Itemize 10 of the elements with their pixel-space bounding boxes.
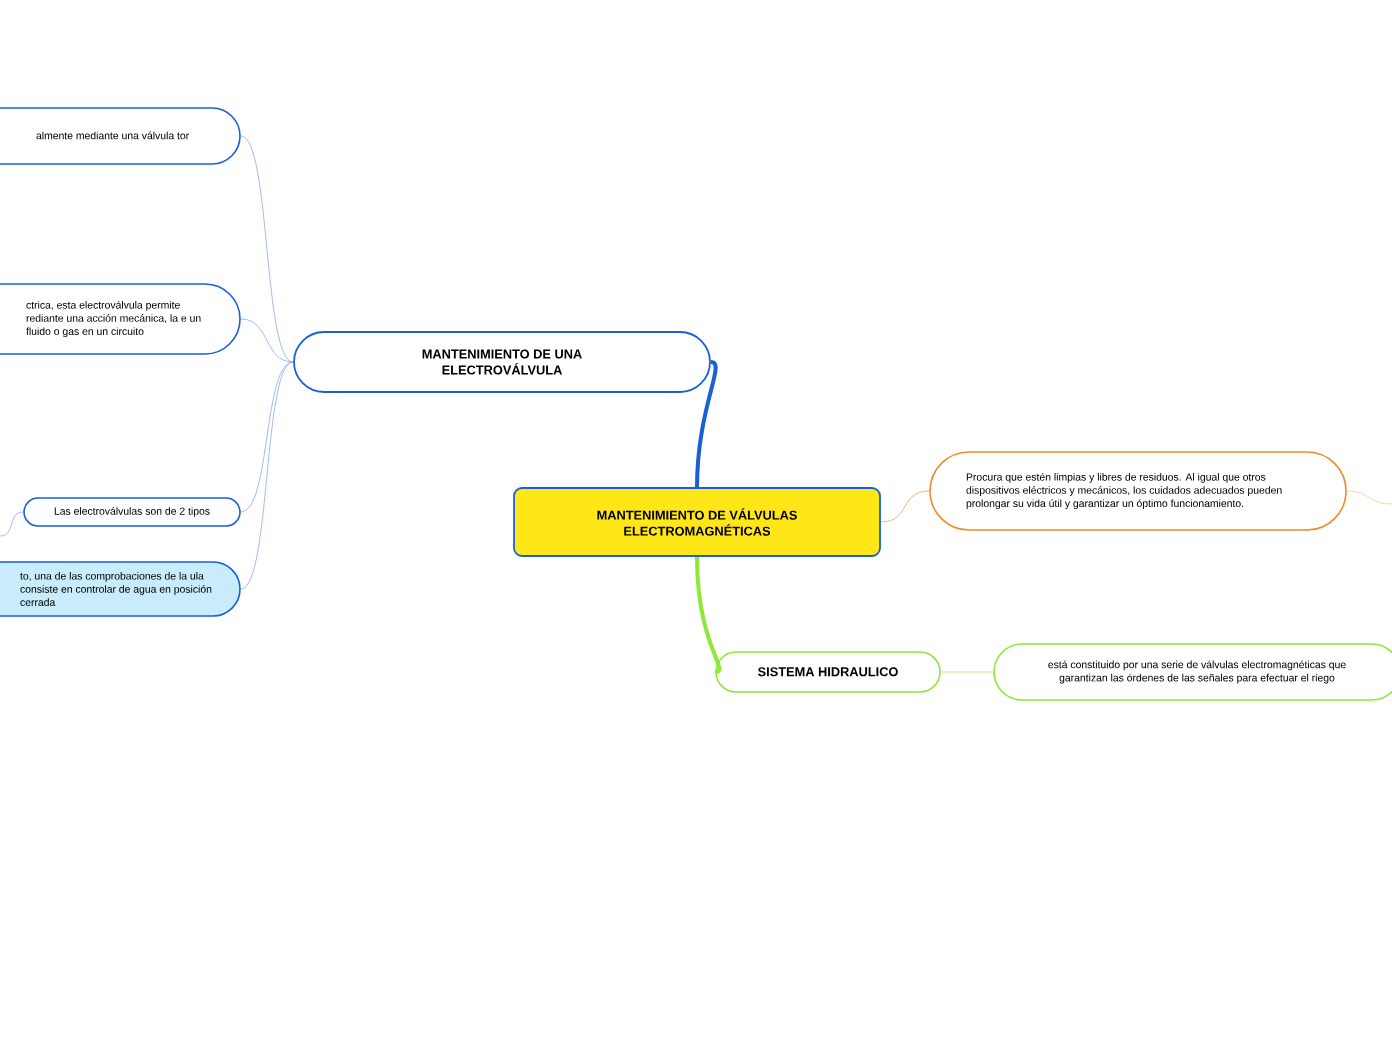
connector-line — [240, 361, 294, 513]
connector-line — [240, 135, 294, 363]
connector-line — [695, 360, 718, 488]
connector-line — [240, 361, 294, 590]
connector-line — [940, 671, 994, 673]
connector-line — [1346, 490, 1392, 505]
connector-line — [240, 318, 294, 363]
connector-line — [695, 556, 722, 674]
connector-line — [0, 511, 24, 537]
connector-line — [880, 490, 930, 523]
